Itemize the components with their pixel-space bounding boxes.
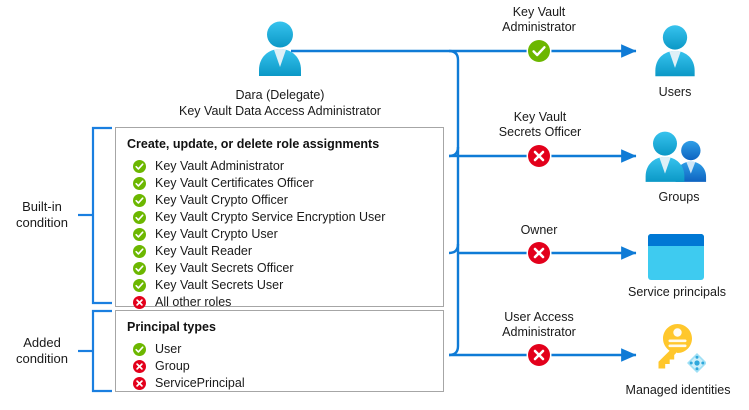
allow-check-icon [133, 279, 146, 292]
branch-deny-badge [528, 344, 550, 366]
list-item: Key Vault Certificates Officer [133, 175, 385, 192]
added-condition-label-line1: Added [23, 335, 61, 350]
role-assignments-list: Key Vault Administrator Key Vault Certif… [133, 158, 385, 311]
built-in-condition-label: Built-in condition [6, 199, 78, 231]
allow-check-icon [133, 262, 146, 275]
branch-label-line2: Administrator [502, 20, 576, 34]
allow-check-icon [133, 343, 146, 356]
list-item: Key Vault Crypto Service Encryption User [133, 209, 385, 226]
added-condition-label-line2: condition [15, 351, 69, 366]
list-item: User [133, 341, 245, 358]
list-item: Key Vault Secrets User [133, 277, 385, 294]
branch-label-line1: Owner [520, 223, 558, 237]
list-item-label: Key Vault Secrets Officer [155, 261, 294, 275]
list-item-label: Key Vault Crypto Service Encryption User [155, 210, 386, 224]
branch-label-key-vault-secrets-officer: Key Vault Secrets Officer [470, 110, 610, 140]
branch-deny-badge [528, 145, 550, 167]
allow-check-icon [133, 160, 146, 173]
service-principal-icon [648, 234, 704, 280]
groups-icon [645, 131, 707, 182]
list-item-label: User [155, 342, 182, 356]
branch-label-line2: Secrets Officer [498, 125, 582, 139]
deny-cross-icon [133, 296, 146, 309]
role-assignments-box-title: Create, update, or delete role assignmen… [127, 137, 380, 151]
branch-label-key-vault-administrator: Key Vault Administrator [475, 5, 603, 35]
built-in-condition-label-line1: Built-in [22, 199, 62, 214]
target-label-service-principals: Service principals [628, 285, 726, 299]
list-item-label: Key Vault Secrets User [155, 278, 284, 292]
target-groups-icon-wrap [641, 128, 713, 191]
list-item-label: All other roles [155, 295, 232, 309]
list-item-label: Group [155, 359, 190, 373]
list-item-label: Key Vault Certificates Officer [155, 176, 314, 190]
list-item: Key Vault Administrator [133, 158, 385, 175]
list-item-label: Key Vault Crypto User [155, 227, 278, 241]
principal-types-list: User Group ServicePrincipal [133, 341, 245, 392]
list-item-label: Key Vault Reader [155, 244, 253, 258]
branch-label-line1: User Access [504, 310, 574, 324]
built-in-condition-label-line2: condition [15, 215, 69, 230]
list-item-label: ServicePrincipal [155, 376, 245, 390]
allow-check-icon [133, 177, 146, 190]
list-item: Key Vault Secrets Officer [133, 260, 385, 277]
branch-label-line1: Key Vault [513, 110, 567, 124]
target-service-principal-icon-wrap [647, 233, 705, 286]
allow-check-icon [133, 245, 146, 258]
principal-types-box-title: Principal types [127, 320, 216, 334]
role-assignments-box: Create, update, or delete role assignmen… [115, 127, 444, 309]
source-name: Dara (Delegate) [235, 88, 325, 102]
target-label-groups: Groups [658, 190, 700, 204]
users-icon [655, 25, 695, 77]
list-item: Key Vault Crypto User [133, 226, 385, 243]
allow-check-icon [133, 211, 146, 224]
list-item: Group [133, 358, 245, 375]
branch-deny-badge [528, 242, 550, 264]
list-item-label: Key Vault Crypto Officer [155, 193, 288, 207]
source-avatar [249, 18, 311, 80]
source-role: Key Vault Data Access Administrator [179, 104, 381, 118]
deny-cross-icon [133, 360, 146, 373]
user-avatar-icon [259, 21, 301, 76]
added-condition-label: Added condition [6, 335, 78, 367]
list-item: ServicePrincipal [133, 375, 245, 392]
allow-check-icon [133, 194, 146, 207]
list-item: Key Vault Reader [133, 243, 385, 260]
branch-allow-badge [528, 40, 550, 62]
target-label-users: Users [658, 85, 692, 99]
managed-identity-key-icon [658, 324, 707, 373]
branch-label-line2: Administrator [502, 325, 576, 339]
allow-check-icon [133, 228, 146, 241]
branch-label-line1: Key Vault [512, 5, 566, 19]
target-managed-identity-icon-wrap [650, 322, 707, 383]
deny-cross-icon [133, 377, 146, 390]
list-item-label: Key Vault Administrator [155, 159, 284, 173]
list-item: Key Vault Crypto Officer [133, 192, 385, 209]
target-label-managed-identities: Managed identities [625, 383, 731, 397]
list-item: All other roles [133, 294, 385, 311]
target-users-icon-wrap [646, 22, 704, 85]
principal-types-box: Principal types User Group ServicePrinci… [115, 310, 444, 392]
branch-label-user-access-administrator: User Access Administrator [475, 310, 603, 340]
branch-label-owner: Owner [497, 223, 581, 238]
